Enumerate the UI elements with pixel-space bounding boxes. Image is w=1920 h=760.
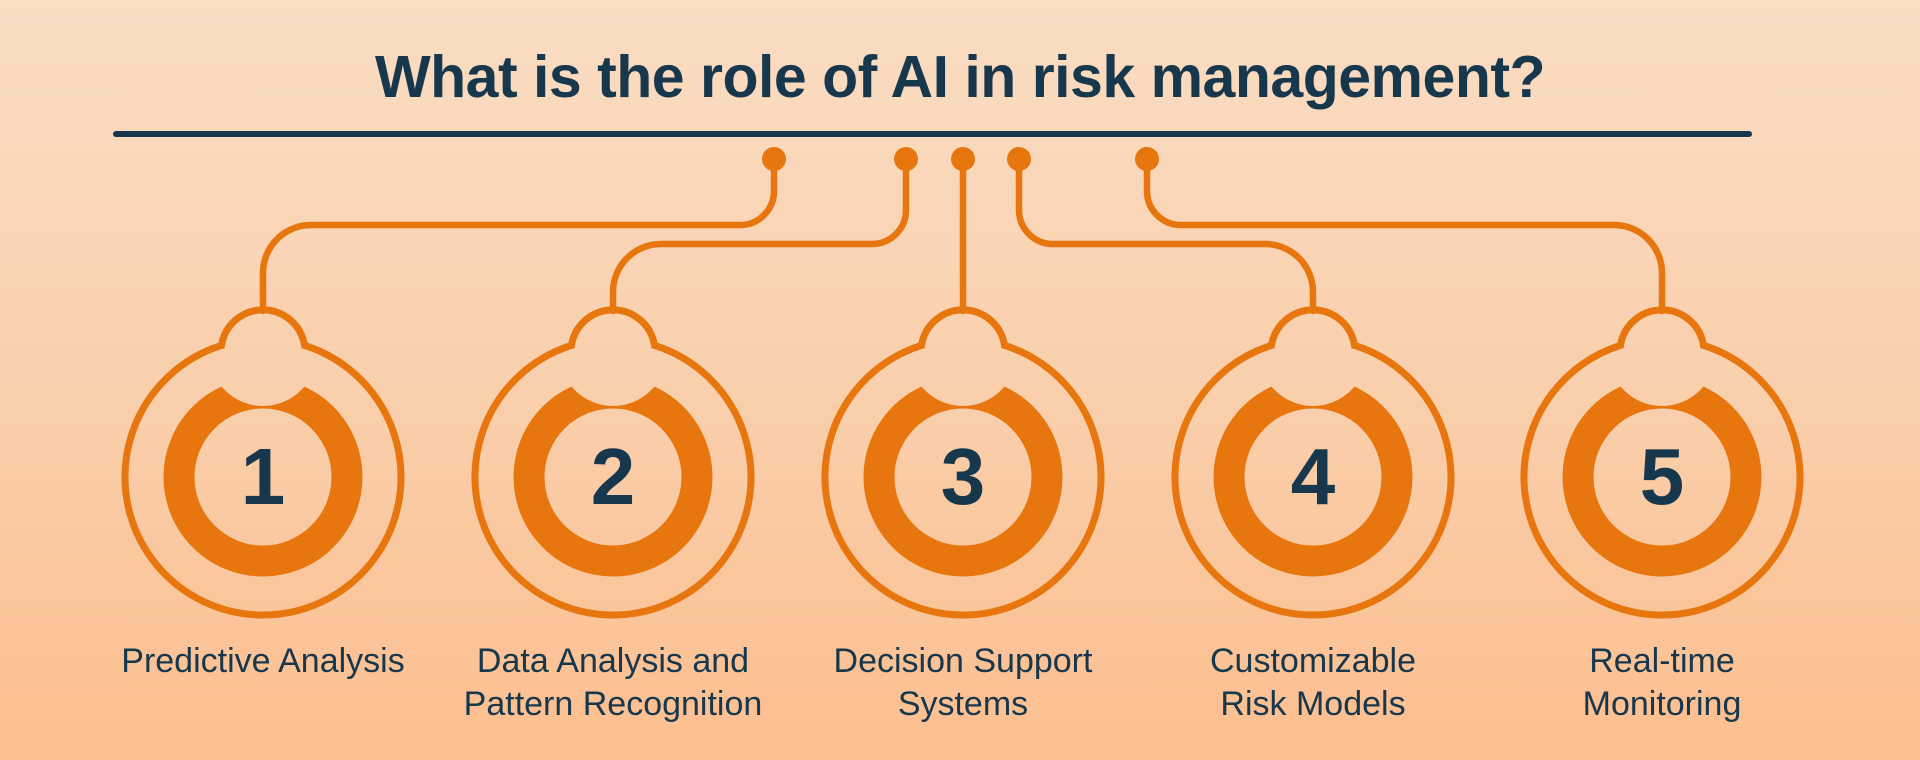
step-badge-3: 3 [821, 306, 1105, 619]
connector-dot-5 [1135, 147, 1159, 171]
number-ring [163, 377, 363, 577]
step-label-1: Predictive Analysis [121, 642, 405, 680]
step-label-5: Real-time Monitoring [1582, 642, 1742, 723]
step-badge-1: 1 [121, 306, 405, 619]
connector-dot-3 [951, 147, 975, 171]
connector-line-5 [1143, 155, 1666, 315]
connector-lines [259, 155, 1666, 315]
connector-dots [762, 147, 1159, 171]
number-ring [1213, 377, 1413, 577]
step-label-3: Decision Support Systems [833, 642, 1093, 723]
step-badge-5: 5 [1520, 306, 1804, 619]
step-number: 4 [1291, 432, 1336, 521]
connector-dot-1 [762, 147, 786, 171]
circle-outline [1520, 306, 1804, 619]
step-number: 2 [591, 432, 636, 521]
number-ring [513, 377, 713, 577]
number-ring [863, 377, 1063, 577]
step-badge-2: 2 [471, 306, 755, 619]
page-title: What is the role of AI in risk managemen… [374, 44, 1546, 110]
step-number: 1 [241, 432, 286, 521]
number-ring [1562, 377, 1762, 577]
connector-dot-4 [1007, 147, 1031, 171]
connector-dot-2 [894, 147, 918, 171]
connector-line-2 [609, 155, 910, 315]
step-label-2: Data Analysis and Pattern Recognition [463, 642, 763, 723]
step-label-4: Customizable Risk Models [1210, 642, 1416, 723]
circle-outline [471, 306, 755, 619]
circle-outline [121, 306, 405, 619]
circle-outline [1171, 306, 1455, 619]
step-badge-4: 4 [1171, 306, 1455, 619]
step-number: 5 [1640, 432, 1685, 521]
circle-outline [821, 306, 1105, 619]
connector-line-4 [1015, 155, 1317, 315]
connector-line-1 [259, 155, 778, 315]
title-underline [113, 131, 1752, 137]
step-number: 3 [941, 432, 986, 521]
